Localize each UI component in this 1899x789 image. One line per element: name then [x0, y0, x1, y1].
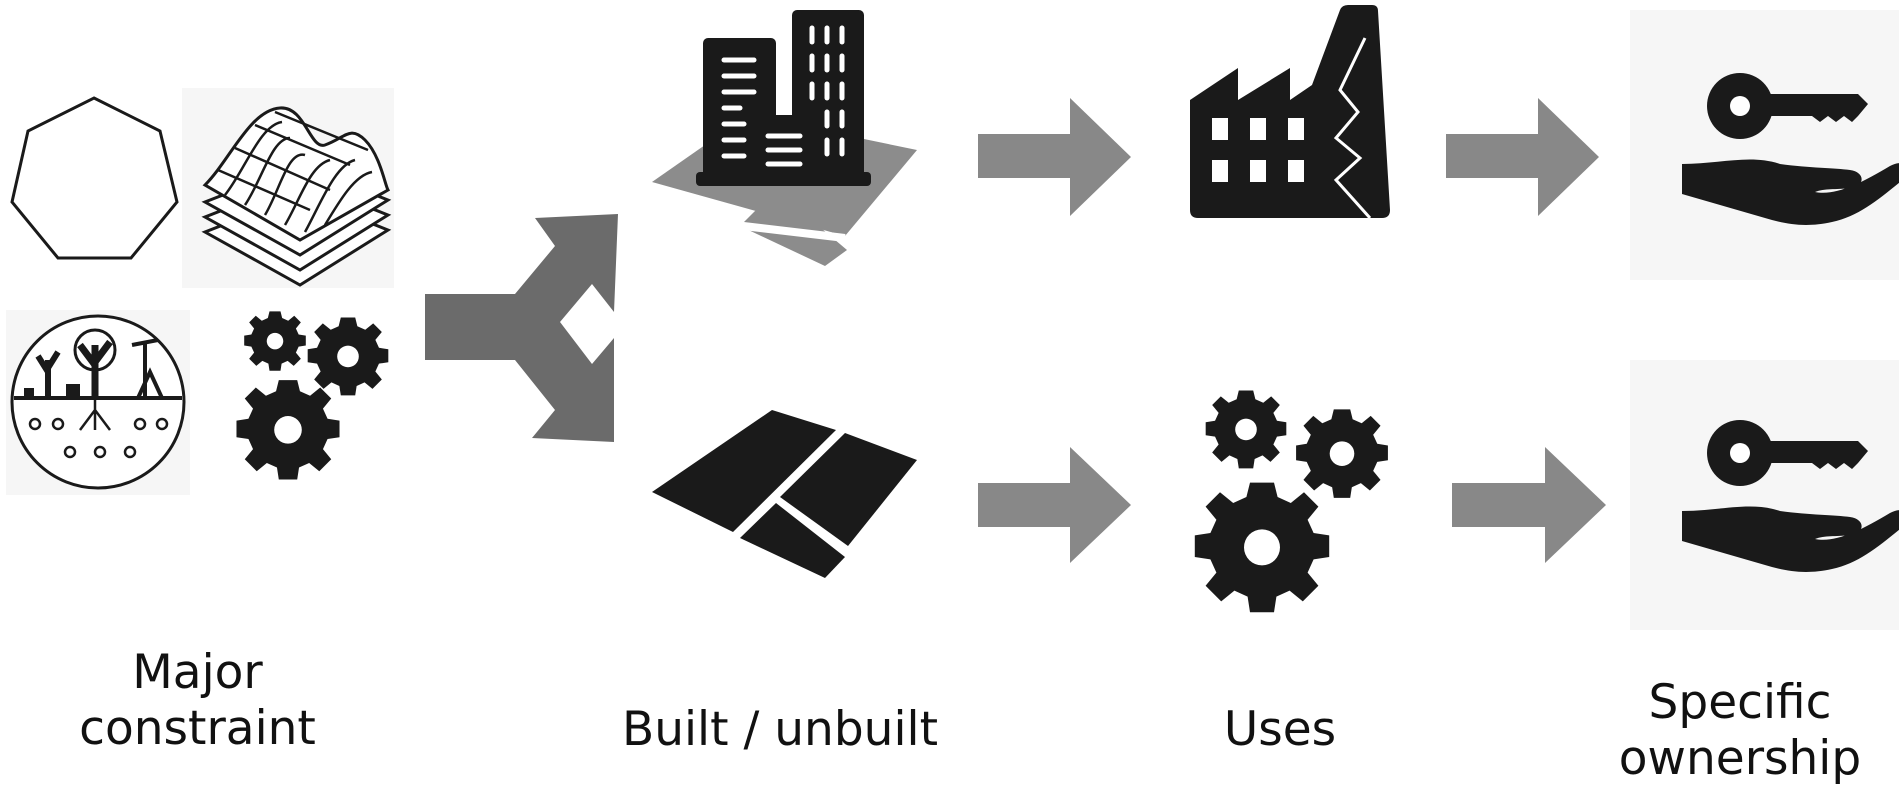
label-specific-ownership: Specific ownership	[1580, 675, 1899, 787]
arrow-built-to-uses-bottom	[978, 447, 1131, 563]
buildings-on-plot-icon	[652, 10, 917, 266]
empty-plot-icon	[652, 410, 917, 578]
gears-icon-uses	[1194, 390, 1388, 613]
label-major-constraint-line1: Major	[132, 645, 263, 700]
label-major-constraint: Major constraint	[40, 645, 355, 757]
label-major-constraint-line2: constraint	[79, 701, 316, 756]
soil-environment-icon	[6, 310, 190, 495]
terrain-layers-icon	[182, 88, 394, 288]
gears-icon	[236, 311, 389, 480]
label-built-unbuilt: Built / unbuilt	[621, 702, 939, 757]
heptagon-icon	[10, 96, 179, 260]
arrow-uses-to-ownership-bottom	[1452, 447, 1606, 563]
arrow-built-to-uses-top	[978, 98, 1131, 216]
split-arrow	[425, 214, 618, 442]
label-specific-ownership-line2: ownership	[1618, 731, 1862, 786]
key-hand-icon-top	[1630, 10, 1899, 280]
label-specific-ownership-line1: Specific	[1648, 675, 1832, 730]
factory-icon	[1190, 5, 1390, 220]
label-uses: Uses	[1223, 702, 1337, 757]
arrow-uses-to-ownership-top	[1446, 98, 1599, 216]
key-hand-icon-bottom	[1630, 360, 1899, 630]
